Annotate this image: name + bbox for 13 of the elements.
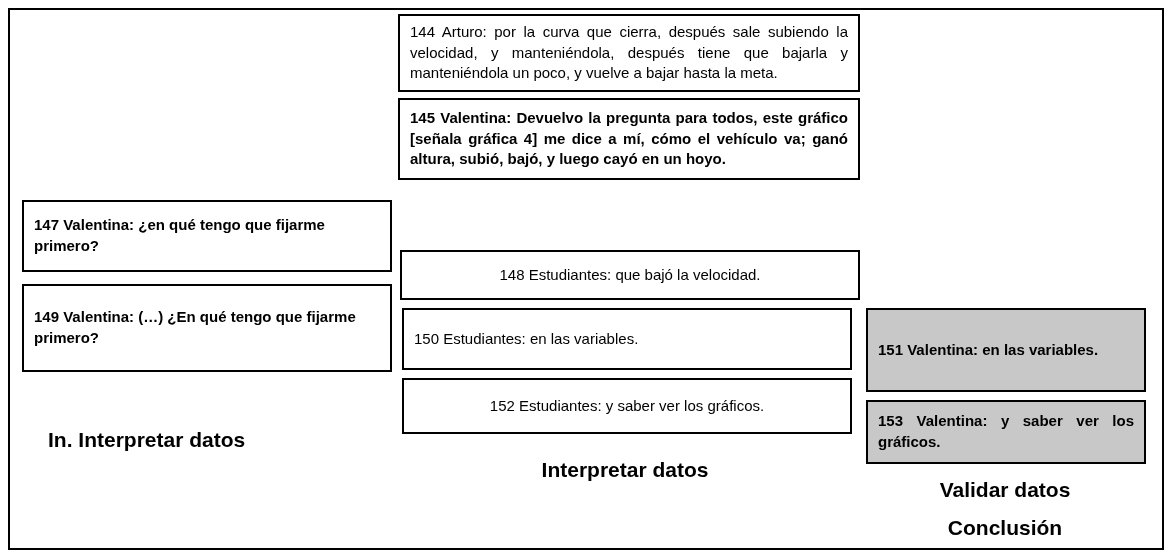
dialogue-box: 148 Estudiantes: que bajó la velocidad. [400, 250, 860, 300]
dialogue-box: 151 Valentina: en las variables. [866, 308, 1146, 392]
stage-label: Conclusión [947, 516, 1063, 540]
dialogue-box: 152 Estudiantes: y saber ver los gráficos. [402, 378, 852, 434]
dialogue-box: 144 Arturo: por la curva que cierra, después sale subiendo la velocidad, y manteniéndola, después tiene que bajarla y manteniéndola un poco, y vuelve a bajar hasta la meta. [398, 14, 860, 92]
dialogue-box: 153 Valentina: y saber ver los gráficos. [866, 400, 1146, 464]
dialogue-box: 145 Valentina: Devuelvo la pregunta para todos, este gráfico [señala gráfica 4] me dice a mí, cómo el vehículo va; ganó altura, subió, bajó, y luego cayó en un hoyo. [398, 98, 860, 180]
stage-label: In. Interpretar datos [48, 428, 246, 452]
stage-label: Validar datos [939, 478, 1071, 502]
dialogue-box: 150 Estudiantes: en las variables. [402, 308, 852, 370]
dialogue-box: 149 Valentina: (…) ¿En qué tengo que fijarme primero? [22, 284, 392, 372]
stage-label: Interpretar datos [541, 458, 709, 482]
dialogue-box: 147 Valentina: ¿en qué tengo que fijarme primero? [22, 200, 392, 272]
